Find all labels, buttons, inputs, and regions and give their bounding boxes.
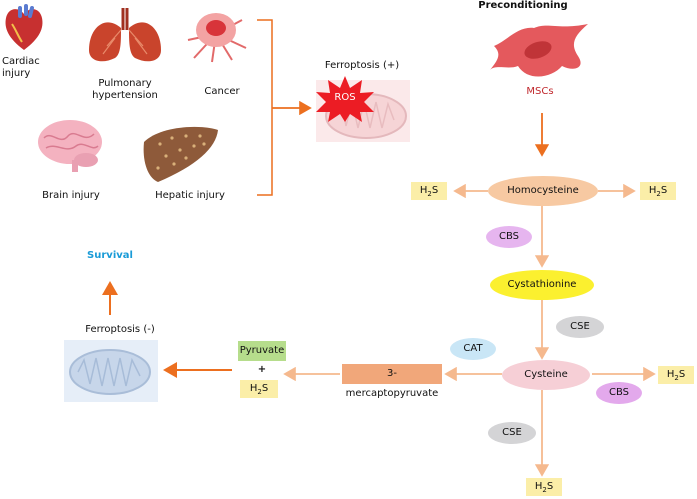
cancer-label: Cancer <box>204 86 240 97</box>
cbs-enzyme-top: CBS <box>486 226 532 248</box>
cancer-cell-icon <box>187 13 247 63</box>
cse-enzyme-mid: CSE <box>556 316 604 338</box>
mercaptopyruvate-node: 3-mercaptopyruvate <box>342 364 442 399</box>
plus-sign: + <box>257 364 267 375</box>
survival-label: Survival <box>87 250 133 261</box>
h2s-box-homo-right: H2S <box>640 182 676 200</box>
cystathionine-node: Cystathionine <box>490 270 594 300</box>
pyruvate-node: Pyruvate <box>238 341 286 361</box>
brain-label: Brain injury <box>42 190 100 201</box>
heart-icon <box>5 4 43 51</box>
ros-burst-icon <box>316 76 374 122</box>
brain-icon <box>38 120 102 172</box>
h2s-box-cysteine-right: H2S <box>658 366 694 384</box>
mitochondria-healthy-icon <box>69 349 151 395</box>
mitochondria-healthy <box>64 340 158 402</box>
cysteine-node: Cysteine <box>502 360 590 390</box>
mscs-label: MSCs <box>526 86 554 97</box>
pulmonary-label: Pulmonary hypertension <box>92 78 158 101</box>
ferroptosis-minus-label: Ferroptosis (-) <box>85 324 155 335</box>
ferroptosis-plus-label: Ferroptosis (+) <box>324 60 400 71</box>
bracket-line <box>257 19 273 196</box>
cardiac-label: Cardiac injury <box>2 56 40 79</box>
cat-enzyme: CAT <box>450 338 496 360</box>
preconditioning-label: Preconditioning <box>478 0 568 11</box>
lungs-icon <box>89 8 161 62</box>
h2s-box-homo-left: H2S <box>411 182 447 200</box>
hepatic-label: Hepatic injury <box>155 190 225 201</box>
cse-enzyme-bottom: CSE <box>488 422 536 444</box>
msc-cell-icon <box>490 24 588 77</box>
h2s-box-pyruvate: H2S <box>240 380 278 398</box>
homocysteine-node: Homocysteine <box>488 176 598 206</box>
ros-label: ROS <box>334 92 356 103</box>
h2s-box-cysteine-down: H2S <box>526 478 562 496</box>
liver-icon <box>143 126 218 182</box>
cbs-enzyme-bottom: CBS <box>596 382 642 404</box>
